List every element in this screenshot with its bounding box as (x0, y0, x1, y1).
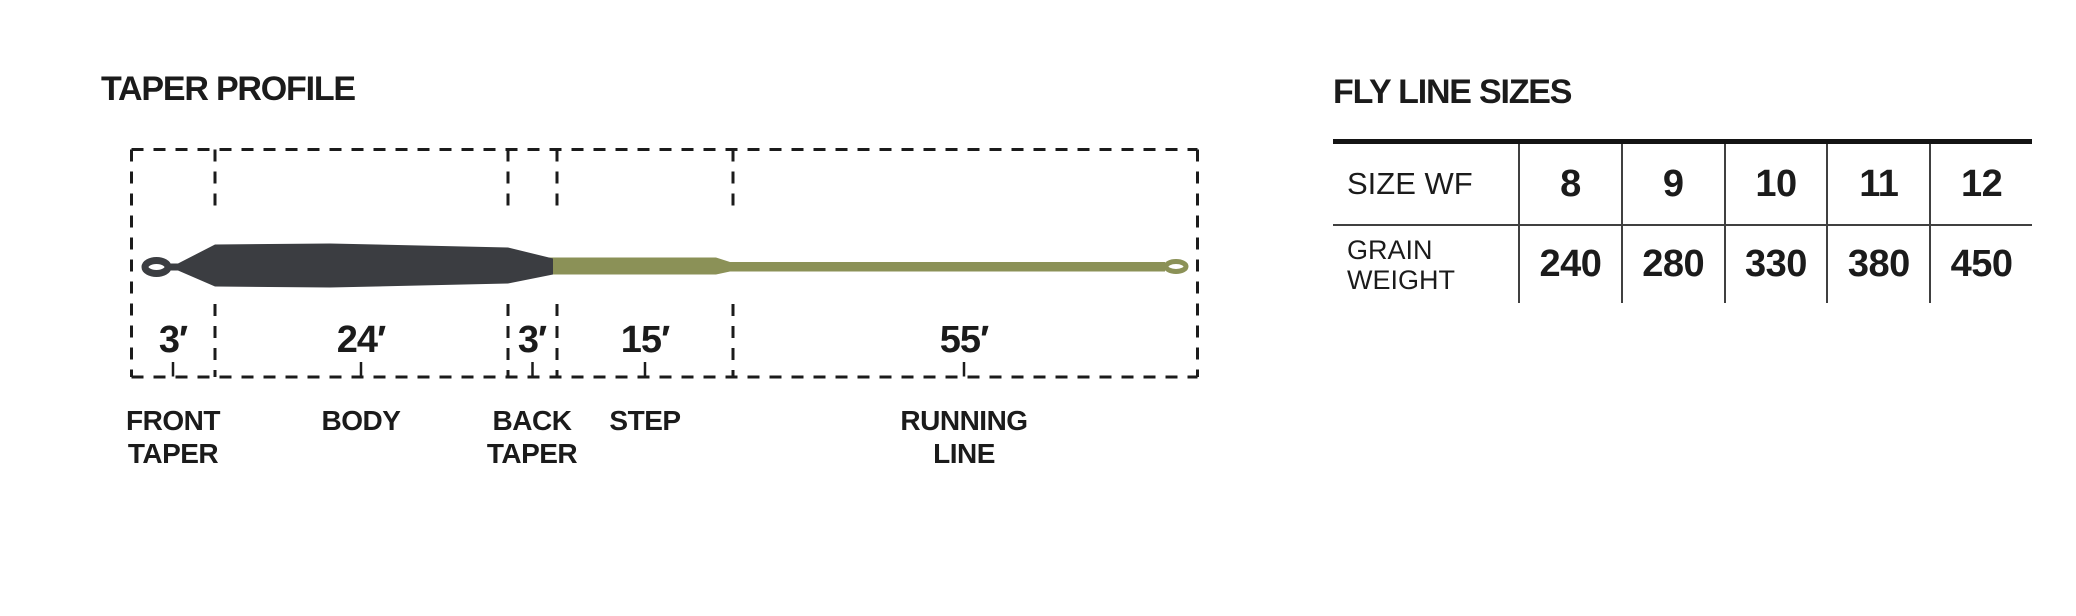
table-row-size: SIZE WF 8 9 10 11 12 (1333, 144, 2032, 226)
section-dividers (213, 149, 735, 377)
rear-loop-icon (1163, 259, 1189, 274)
size-value: 11 (1826, 144, 1929, 224)
front-taper-length: 3′ (158, 319, 188, 361)
taper-profile-title: TAPER PROFILE (101, 70, 356, 108)
dimension-ticks (171, 362, 966, 377)
running-line-label: RUNNING LINE (900, 405, 1028, 469)
grain-weight-value: 280 (1620, 226, 1724, 303)
size-value: 12 (1929, 144, 2032, 224)
step-length: 15′ (620, 319, 670, 361)
fly-line-sizes-title: FLY LINE SIZES (1333, 73, 1572, 111)
body-length: 24′ (336, 319, 386, 361)
step-label: STEP (609, 405, 681, 436)
front-taper-label: FRONT TAPER (126, 405, 220, 469)
grain-weight-value: 450 (1929, 226, 2032, 303)
running-line-length: 55′ (939, 319, 989, 361)
body-label: BODY (321, 405, 401, 436)
size-value: 8 (1518, 144, 1621, 224)
back-taper-label: BACK TAPER (486, 405, 578, 469)
size-value: 9 (1620, 144, 1724, 224)
fly-line-sizes-table: SIZE WF 8 9 10 11 12 GRAIN WEIGHT 240 28… (1333, 139, 2032, 303)
running-line-shape (545, 257, 1165, 275)
dashed-measure-box (130, 148, 1199, 379)
grain-weight-value: 380 (1826, 226, 1929, 303)
head-shape (166, 243, 553, 288)
size-value: 10 (1723, 144, 1827, 224)
row-header-grain-weight: GRAIN WEIGHT (1347, 234, 1455, 295)
grain-weight-value: 330 (1723, 226, 1827, 303)
table-row-grain-weight: GRAIN WEIGHT 240 280 330 380 450 (1333, 226, 2032, 303)
front-loop-icon (141, 257, 172, 277)
row-header-size-wf: SIZE WF (1347, 166, 1473, 201)
grain-weight-value: 240 (1518, 226, 1621, 303)
back-taper-length: 3′ (517, 319, 547, 361)
